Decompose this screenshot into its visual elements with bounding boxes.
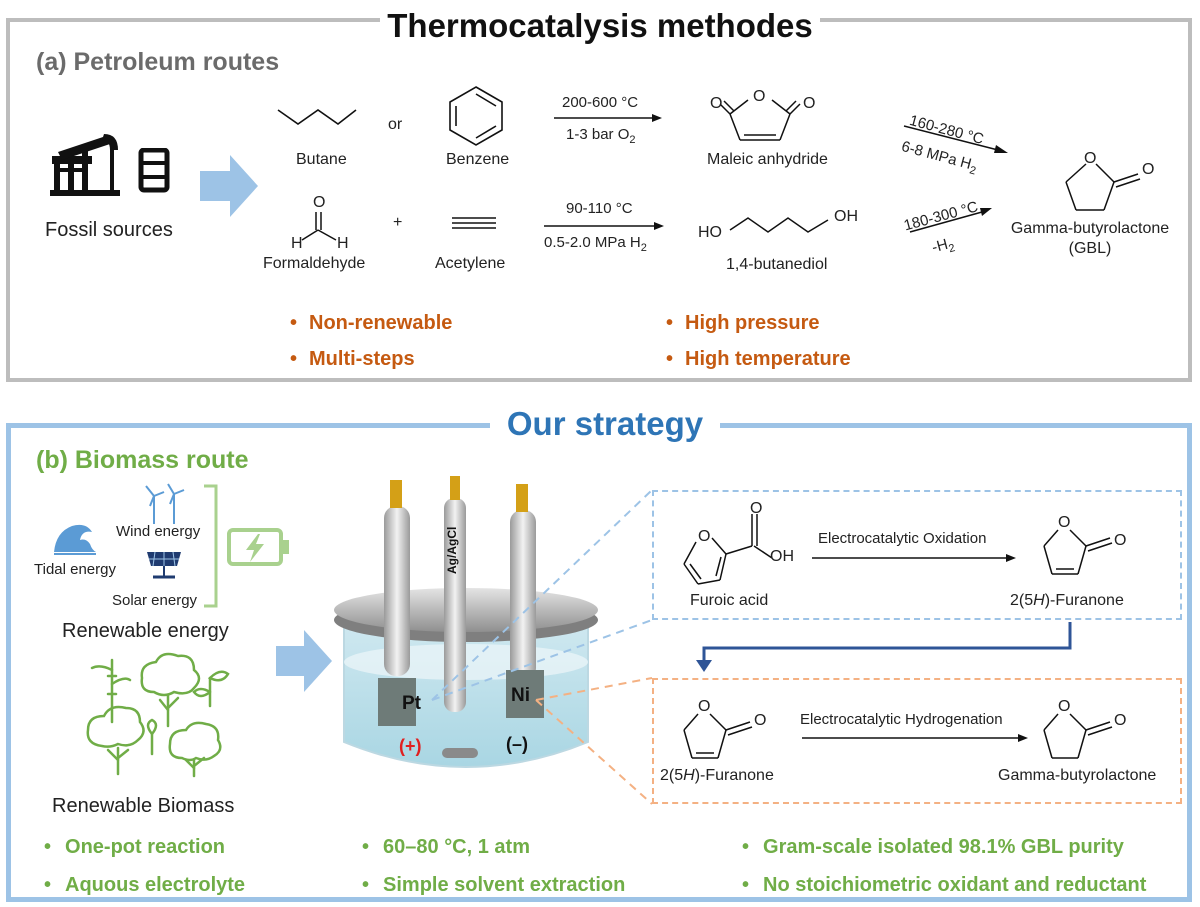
butanediol-oh: OH — [834, 208, 858, 225]
bullet-non-renewable: •Non-renewable — [290, 312, 453, 334]
maleic-ring-oxygen: O — [753, 88, 766, 105]
formaldehyde-h-right: H — [337, 235, 349, 252]
tidal-wave-icon — [54, 524, 96, 555]
furoic-acid-label: Furoic acid — [690, 592, 769, 609]
title-our-strategy: Our strategy — [490, 404, 720, 444]
renewable-energy-label: Renewable energy — [62, 620, 229, 642]
tidal-energy-label: Tidal energy — [34, 561, 116, 578]
bullet-one-pot: •One-pot reaction — [44, 836, 226, 858]
maleic-anhydride-label: Maleic anhydride — [707, 151, 828, 168]
wind-turbine-icon — [145, 483, 185, 524]
oxidation-step-label: Electrocatalytic Oxidation — [818, 530, 987, 547]
energy-bracket — [204, 484, 218, 608]
anode-pt-label: Pt — [402, 693, 421, 714]
cathode-ni-label: Ni — [511, 685, 530, 706]
formaldehyde-structure — [301, 212, 337, 241]
cond1-temperature: 200-600 °C — [562, 94, 639, 111]
oil-barrel-icon — [138, 148, 170, 193]
gbl-a-carbonyl-oxygen: O — [1142, 161, 1155, 178]
renewable-biomass-label: Renewable Biomass — [52, 795, 235, 817]
bullet-high-pressure: •High pressure — [666, 312, 820, 334]
bullet-conditions: •60–80 °C, 1 atm — [362, 836, 530, 858]
cond3-pressure: 0.5-2.0 MPa H2 — [544, 234, 647, 254]
formaldehyde-label: Formaldehyde — [263, 255, 366, 272]
bullet-high-temperature: •High temperature — [666, 348, 851, 370]
furoic-carbonyl-oxygen: O — [750, 500, 763, 517]
gbl-label-line1: Gamma-butyrolactone — [1010, 220, 1170, 237]
reaction-arrow-3 — [544, 222, 664, 230]
oxidation-step-box — [652, 490, 1182, 620]
biomass-trees-icon — [86, 652, 230, 778]
gbl-label-line2: (GBL) — [1068, 240, 1112, 257]
butanediol-ho: HO — [698, 224, 722, 241]
furanone-structure-top — [1043, 529, 1113, 575]
maleic-carbonyl-oxygen-left: O — [710, 95, 723, 112]
bullet-multi-steps: •Multi-steps — [290, 348, 415, 370]
wind-energy-label: Wind energy — [116, 523, 201, 540]
gbl-label-bottom: Gamma-butyrolactone — [998, 767, 1157, 784]
formaldehyde-oxygen: O — [313, 194, 326, 211]
hydrogenation-arrow — [802, 734, 1028, 742]
furanone-top-ring-oxygen: O — [1058, 514, 1071, 531]
heading-biomass-route: (b) Biomass route — [36, 446, 249, 474]
maleic-anhydride-structure — [719, 99, 801, 141]
furanone-top-carbonyl-oxygen: O — [1114, 532, 1127, 549]
maleic-carbonyl-oxygen-right: O — [803, 95, 816, 112]
reaction-arrow-4 — [909, 208, 992, 233]
acetylene-structure — [452, 217, 496, 229]
furoic-ring-oxygen: O — [698, 528, 711, 545]
reaction-arrow-1 — [554, 114, 662, 122]
benzene-label: Benzene — [446, 151, 510, 168]
plus-sign: + — [393, 214, 403, 231]
electrochemical-cell — [334, 476, 598, 768]
oxidation-arrow — [812, 554, 1016, 562]
acetylene-label: Acetylene — [435, 255, 506, 272]
or-label: or — [388, 116, 403, 133]
anode-sign: (+) — [399, 736, 422, 756]
furoic-acid-structure — [683, 514, 773, 585]
furanone-label-bottom: 2(5H)-Furanone — [660, 767, 774, 784]
bullet-gram-scale: •Gram-scale isolated 98.1% GBL purity — [742, 836, 1124, 858]
cathode-sign: (–) — [506, 734, 528, 754]
fossil-sources-label: Fossil sources — [45, 219, 173, 241]
title-thermocatalysis: Thermocatalysis methodes — [380, 6, 820, 46]
gbl-b-ring-oxygen: O — [1058, 698, 1071, 715]
butanediol-structure — [729, 217, 829, 233]
hydrogenation-step-label: Electrocatalytic Hydrogenation — [800, 711, 1003, 728]
heading-petroleum-routes: (a) Petroleum routes — [36, 48, 280, 76]
butane-label: Butane — [296, 151, 347, 168]
furanone-structure-bottom — [683, 713, 753, 759]
cond3-temperature: 90-110 °C — [566, 200, 633, 217]
butanediol-label: 1,4-butanediol — [726, 256, 828, 273]
cond1-pressure: 1-3 bar O2 — [566, 126, 636, 146]
reaction-arrow-2 — [903, 125, 1008, 153]
gbl-b-carbonyl-oxygen: O — [1114, 712, 1127, 729]
furoic-oh: OH — [770, 548, 794, 565]
arrow-biomass-to-cell — [276, 630, 332, 692]
benzene-structure — [449, 86, 503, 146]
arrow-fossil-to-routes — [200, 155, 258, 217]
solar-panel-icon — [147, 551, 181, 579]
hydrogenation-step-box — [652, 678, 1182, 804]
oil-pump-icon — [50, 134, 120, 196]
furanone-label-top: 2(5H)-Furanone — [1010, 592, 1124, 609]
solar-energy-label: Solar energy — [112, 592, 198, 609]
bullet-extraction: •Simple solvent extraction — [362, 874, 626, 896]
furanone-bottom-ring-oxygen: O — [698, 698, 711, 715]
furanone-bottom-carbonyl-oxygen: O — [754, 712, 767, 729]
butane-structure — [277, 109, 357, 125]
bullet-no-oxidant: •No stoichiometric oxidant and reductant — [742, 874, 1147, 896]
gbl-structure-a — [1065, 163, 1141, 211]
gbl-structure-b — [1043, 713, 1113, 759]
formaldehyde-h-left: H — [291, 235, 303, 252]
bullet-aqueous-electrolyte: •Aquous electrolyte — [44, 874, 246, 896]
battery-charging-icon — [227, 528, 289, 566]
gbl-a-ring-oxygen: O — [1084, 150, 1097, 167]
